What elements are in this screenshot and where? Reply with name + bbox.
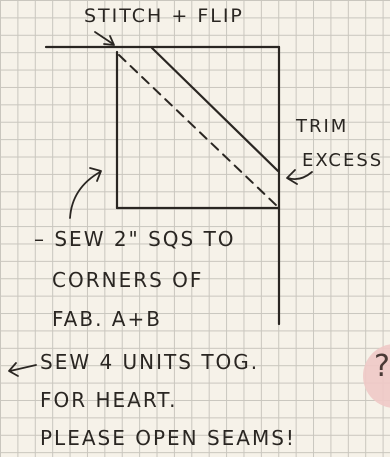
trim-line <box>150 46 280 173</box>
step2-line-1: SEW 4 UNITS TOG. <box>40 350 260 374</box>
step2-arrow-head <box>8 362 19 377</box>
step2-arrow <box>9 364 37 372</box>
title-arrow-head <box>103 35 115 46</box>
side-note-line-1: TRIM <box>296 116 349 137</box>
trim-arrow-head <box>286 169 298 185</box>
stitch-line <box>118 54 278 207</box>
side-note-line-2: EXCESS <box>302 150 384 171</box>
step2-line-2: FOR HEART. <box>40 388 178 412</box>
step1-line-2: CORNERS OF <box>52 268 204 292</box>
step1-line-3: FAB. A+B <box>52 307 162 331</box>
step1-arrow <box>69 171 101 219</box>
step1-arrow-head <box>89 167 102 182</box>
sticky-note-question-mark: ? <box>374 349 390 384</box>
step2-line-3: PLEASE OPEN SEAMS! <box>40 426 296 450</box>
trim-arrow <box>287 171 313 181</box>
diagram-title: STITCH + FLIP <box>84 5 244 27</box>
sticky-note <box>363 344 390 408</box>
step1-line-1: – SEW 2" SQS TO <box>34 227 236 251</box>
title-arrow <box>94 31 114 45</box>
